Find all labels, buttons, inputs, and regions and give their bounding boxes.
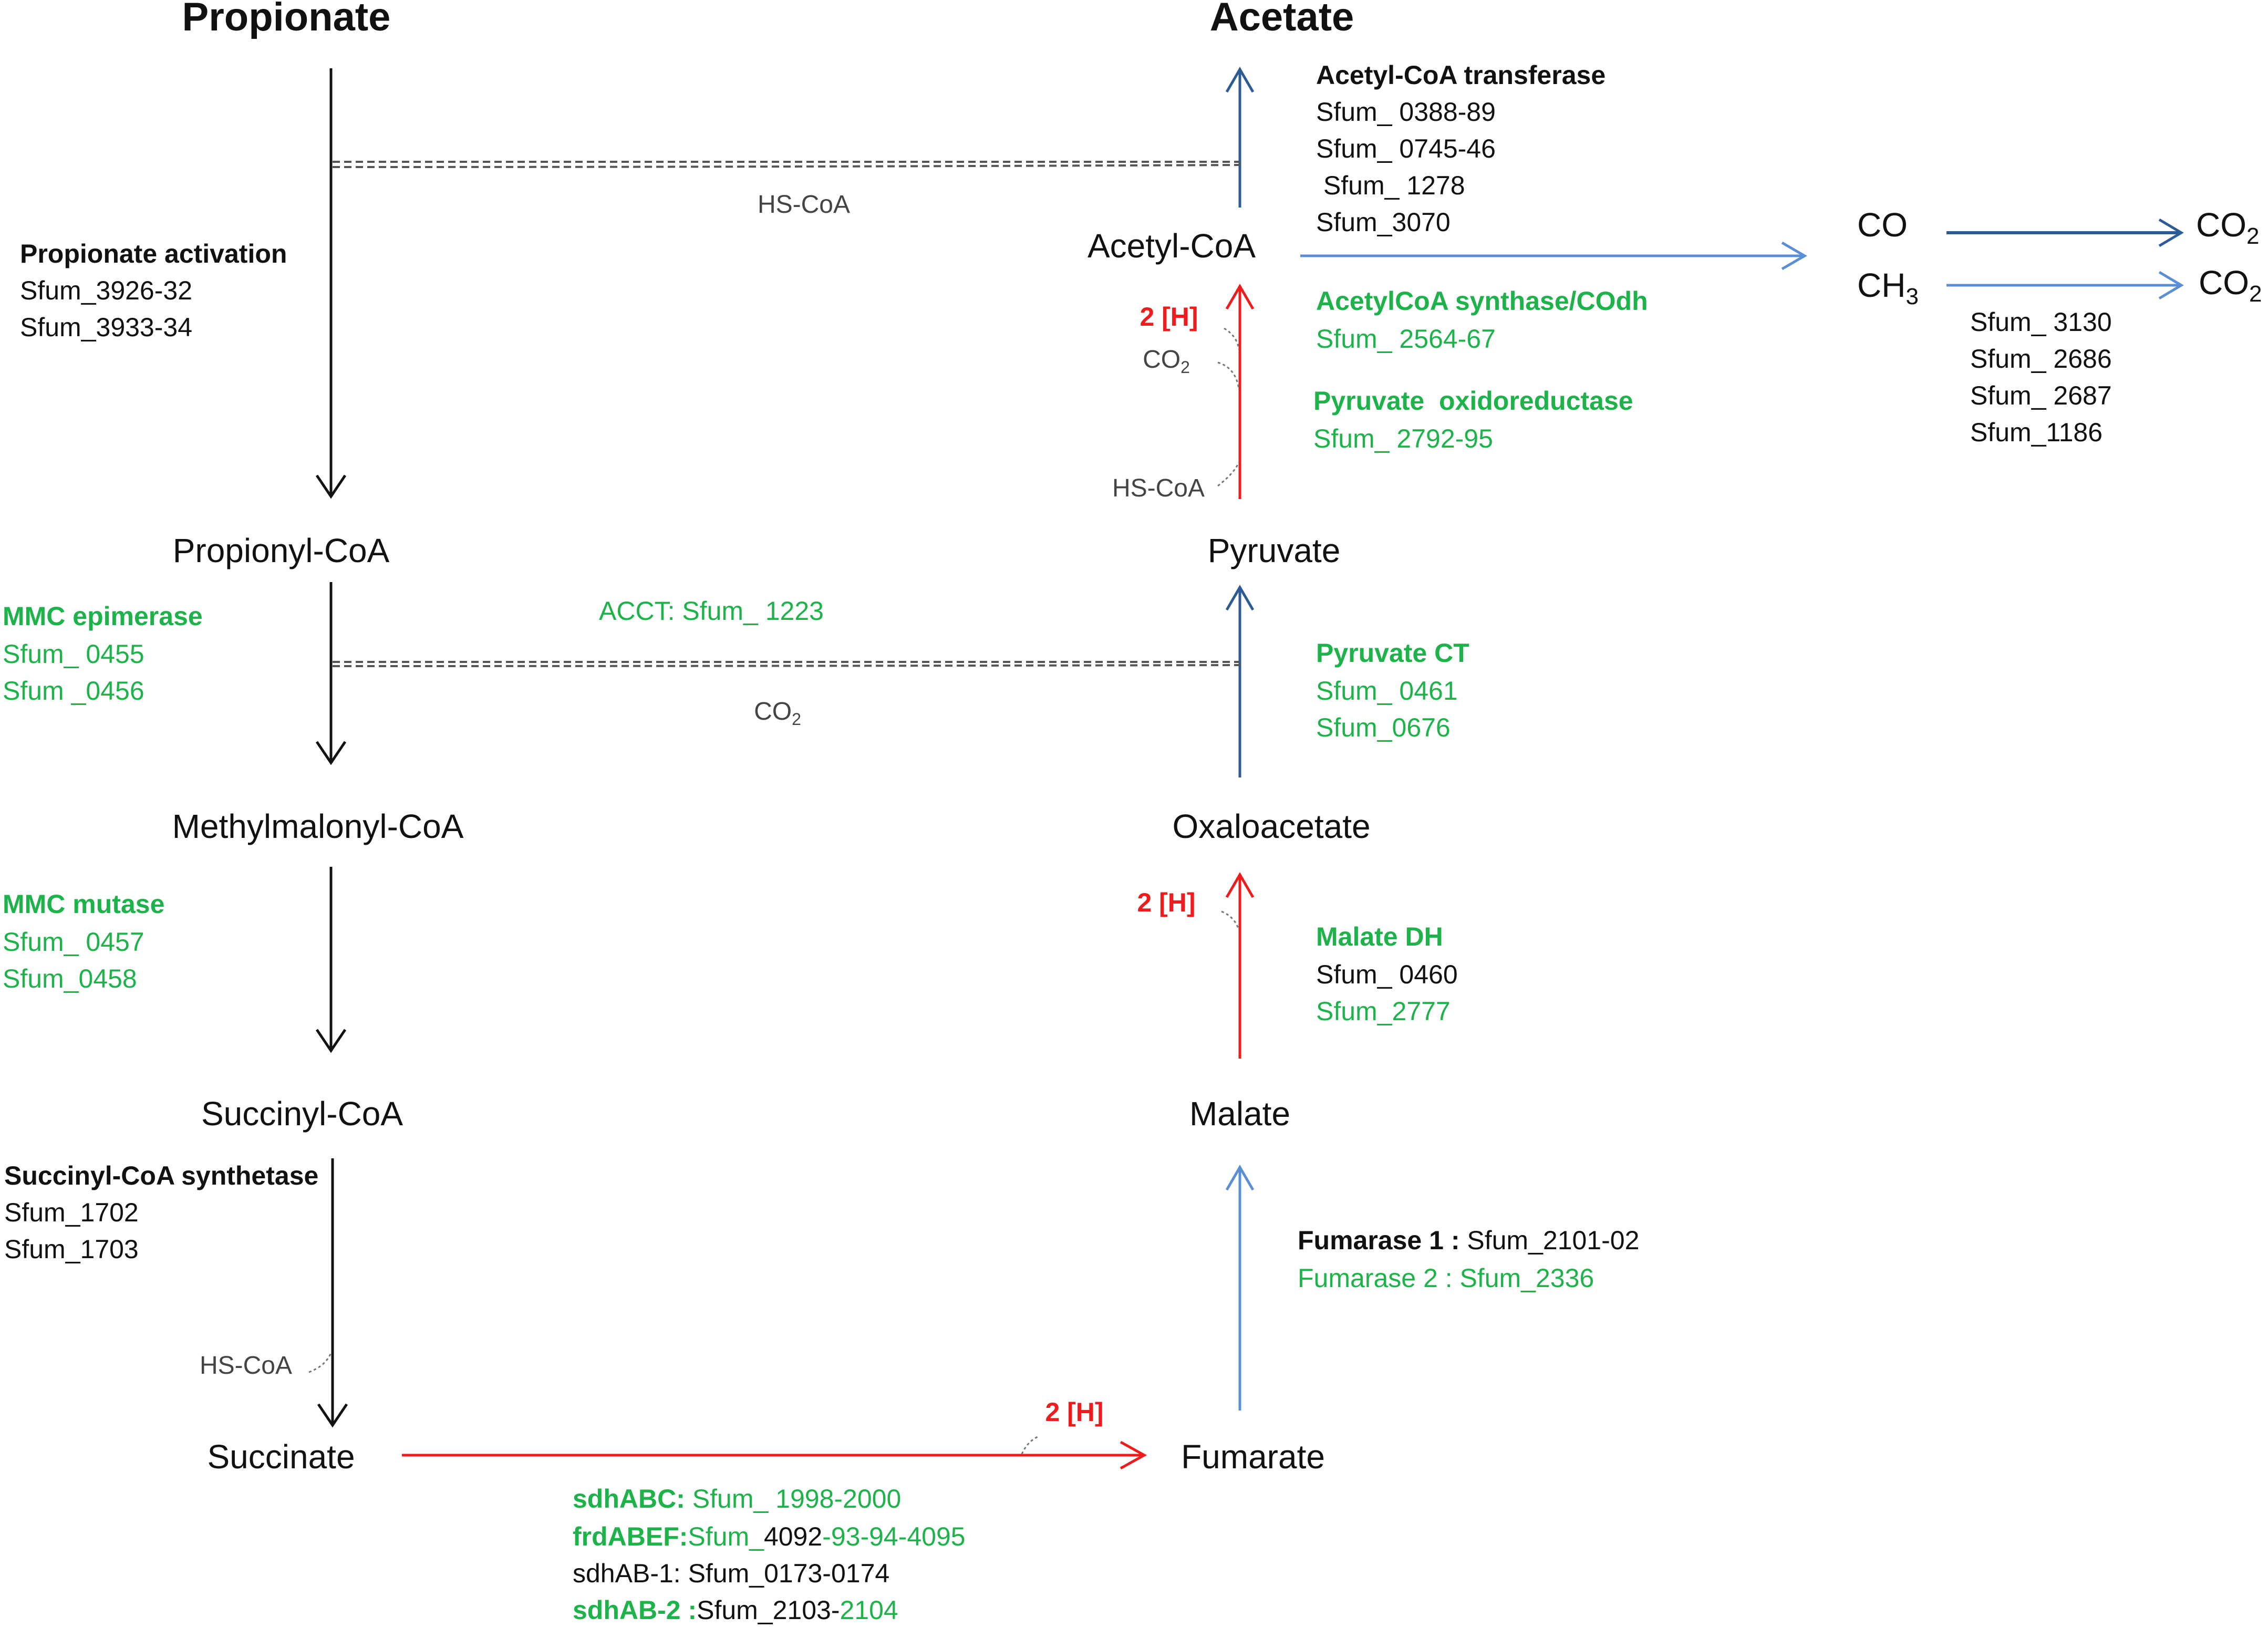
title-propionate: Propionate bbox=[182, 0, 391, 39]
cofactor-h2-pyruvate: 2 [H] bbox=[1140, 302, 1198, 331]
sdhab-1: sdhAB-1: Sfum_0173-0174 bbox=[573, 1559, 889, 1588]
acct-co2-transfer-dashed-line bbox=[332, 661, 1240, 667]
hs-coa-hook-pyruvate bbox=[1217, 462, 1240, 487]
fumarase-2: Fumarase 2 : Sfum_2336 bbox=[1298, 1263, 1594, 1293]
enzyme-name: Acetyl-CoA transferase bbox=[1316, 60, 1606, 90]
gene-id: Sfum_ 0460 bbox=[1316, 960, 1458, 989]
compound-methylmalonyl-coa: Methylmalonyl-CoA bbox=[172, 807, 464, 845]
compound-fumarate: Fumarate bbox=[1181, 1438, 1325, 1476]
mmc-epimerase-arrow bbox=[315, 582, 347, 765]
cofactor-co2-pyruvate: CO2 bbox=[1143, 346, 1190, 377]
enzyme-name: Malate DH bbox=[1316, 922, 1443, 951]
h2-hook-pyruvate bbox=[1224, 327, 1240, 350]
enzyme-mmc-mutase: MMC mutase Sfum_ 0457 Sfum_0458 bbox=[3, 889, 164, 993]
cofactor-co2-acct: CO2 bbox=[754, 698, 801, 729]
gene-id: Sfum _0456 bbox=[3, 676, 144, 706]
h2-hook-malate bbox=[1221, 910, 1240, 930]
sdhabc: sdhABC: Sfum_ 1998-2000 bbox=[573, 1484, 901, 1513]
cofactor-hs-coa-pyruvate: HS-CoA bbox=[1112, 474, 1205, 502]
mmc-mutase-arrow bbox=[315, 867, 347, 1053]
gene-id: Sfum_1702 bbox=[4, 1198, 139, 1227]
gene-id: Sfum_ 2564-67 bbox=[1316, 324, 1496, 354]
cofactor-hs-coa-succinyl: HS-CoA bbox=[200, 1352, 292, 1380]
cofactor-hs-coa-top: HS-CoA bbox=[758, 191, 850, 219]
fumarase-1: Fumarase 1 : Sfum_2101-02 bbox=[1298, 1226, 1639, 1255]
sdhab-2: sdhAB-2 :Sfum_2103-2104 bbox=[573, 1595, 898, 1625]
gene-id: Sfum_ 0388-89 bbox=[1316, 97, 1496, 127]
co2-hook-pyruvate bbox=[1217, 361, 1240, 389]
gene-id: Sfum_0676 bbox=[1316, 713, 1451, 742]
hs-coa-hook-succinyl bbox=[308, 1352, 332, 1373]
enzyme-methyl-genes: Sfum_ 3130 Sfum_ 2686 Sfum_ 2687 Sfum_11… bbox=[1970, 307, 2112, 447]
enzyme-pyruvate-ct: Pyruvate CT Sfum_ 0461 Sfum_0676 bbox=[1316, 638, 1469, 742]
gene-id: Sfum_0458 bbox=[3, 964, 137, 993]
enzyme-name: MMC epimerase bbox=[3, 602, 203, 631]
enzyme-name: Propionate activation bbox=[20, 239, 287, 268]
enzyme-malate-dh: Malate DH Sfum_ 0460 Sfum_2777 bbox=[1316, 922, 1458, 1026]
succinate-to-fumarate-arrow bbox=[402, 1440, 1147, 1470]
enzyme-acetyl-coa-transferase: Acetyl-CoA transferase Sfum_ 0388-89 Sfu… bbox=[1316, 60, 1606, 237]
gene-id: Sfum_ 3130 bbox=[1970, 307, 2112, 337]
acetyl-coa-cleavage-arrow bbox=[1300, 241, 1807, 271]
hs-coa-transfer-dashed-line bbox=[332, 161, 1240, 168]
fumarate-to-malate-arrow bbox=[1225, 1165, 1255, 1411]
enzyme-name: Pyruvate CT bbox=[1316, 638, 1469, 668]
gene-id: Sfum_3070 bbox=[1316, 208, 1451, 237]
gene-id: Sfum_ 0457 bbox=[3, 927, 144, 957]
gene-id: Sfum_ 0461 bbox=[1316, 676, 1458, 706]
gene-id: Sfum_1186 bbox=[1970, 418, 2103, 447]
gene-id: Sfum_ 2792-95 bbox=[1313, 424, 1493, 453]
h2-hook-succinate bbox=[1021, 1436, 1038, 1455]
enzyme-succinate-dehydrogenases: sdhABC: Sfum_ 1998-2000 frdABEF:Sfum_409… bbox=[573, 1484, 966, 1625]
enzyme-fumarase: Fumarase 1 : Sfum_2101-02 Fumarase 2 : S… bbox=[1298, 1226, 1639, 1293]
pyruvate-to-acetyl-coa-arrow bbox=[1225, 284, 1255, 499]
gene-id: Sfum_ 2686 bbox=[1970, 344, 2112, 374]
gene-id: Sfum_3933-34 bbox=[20, 313, 192, 342]
oxaloacetate-to-pyruvate-arrow bbox=[1225, 585, 1255, 777]
enzyme-name: Pyruvate oxidoreductase bbox=[1313, 386, 1633, 416]
cofactor-h2-malate: 2 [H] bbox=[1137, 888, 1195, 917]
gene-id: Sfum_ 0455 bbox=[3, 639, 144, 669]
compound-co: CO bbox=[1857, 206, 1908, 244]
compound-pyruvate: Pyruvate bbox=[1208, 532, 1341, 569]
compound-oxaloacetate: Oxaloacetate bbox=[1172, 807, 1370, 845]
propionate-activation-arrow bbox=[315, 68, 347, 499]
enzyme-pyruvate-oxidoreductase: Pyruvate oxidoreductase Sfum_ 2792-95 bbox=[1313, 386, 1633, 453]
frdabef: frdABEF:Sfum_4092-93-94-4095 bbox=[573, 1522, 966, 1551]
compound-malate: Malate bbox=[1189, 1095, 1290, 1133]
enzyme-acetylcoa-synthase: AcetylCoA synthase/COdh Sfum_ 2564-67 bbox=[1316, 286, 1648, 354]
gene-id: Sfum_2777 bbox=[1316, 997, 1451, 1026]
compound-succinyl-coa: Succinyl-CoA bbox=[201, 1095, 403, 1133]
gene-id: Sfum_3926-32 bbox=[20, 276, 192, 305]
enzyme-mmc-epimerase: MMC epimerase Sfum_ 0455 Sfum _0456 bbox=[3, 602, 203, 706]
enzyme-name: AcetylCoA synthase/COdh bbox=[1316, 286, 1648, 316]
gene-id: Sfum_ 1278 bbox=[1316, 171, 1465, 200]
succinyl-coa-synthetase-arrow bbox=[317, 1158, 348, 1428]
gene-id: Sfum_ 2687 bbox=[1970, 381, 2112, 410]
enzyme-name: MMC mutase bbox=[3, 889, 164, 919]
gene-id: Sfum_1703 bbox=[4, 1235, 139, 1264]
enzyme-name: Succinyl-CoA synthetase bbox=[4, 1161, 318, 1190]
cofactor-h2-succinate: 2 [H] bbox=[1045, 1397, 1103, 1427]
enzyme-acct: ACCT: Sfum_ 1223 bbox=[599, 596, 824, 626]
acetyl-coa-to-acetate-arrow bbox=[1225, 67, 1255, 208]
compound-propionyl-coa: Propionyl-CoA bbox=[173, 532, 390, 569]
compound-co2-bottom: CO2 bbox=[2199, 264, 2262, 307]
enzyme-propionate-activation: Propionate activation Sfum_3926-32 Sfum_… bbox=[20, 239, 287, 342]
malate-to-oxaloacetate-arrow bbox=[1225, 872, 1255, 1059]
enzyme-succinyl-coa-synthetase: Succinyl-CoA synthetase Sfum_1702 Sfum_1… bbox=[4, 1161, 318, 1264]
compound-ch3: CH3 bbox=[1857, 266, 1919, 309]
ch3-to-co2-arrow bbox=[1946, 271, 2184, 300]
title-acetate: Acetate bbox=[1210, 0, 1354, 39]
co-to-co2-arrow bbox=[1946, 218, 2184, 247]
compound-succinate: Succinate bbox=[207, 1438, 355, 1476]
gene-id: Sfum_ 0745-46 bbox=[1316, 134, 1496, 163]
compound-co2-top: CO2 bbox=[2196, 206, 2259, 249]
compound-acetyl-coa: Acetyl-CoA bbox=[1088, 227, 1256, 265]
